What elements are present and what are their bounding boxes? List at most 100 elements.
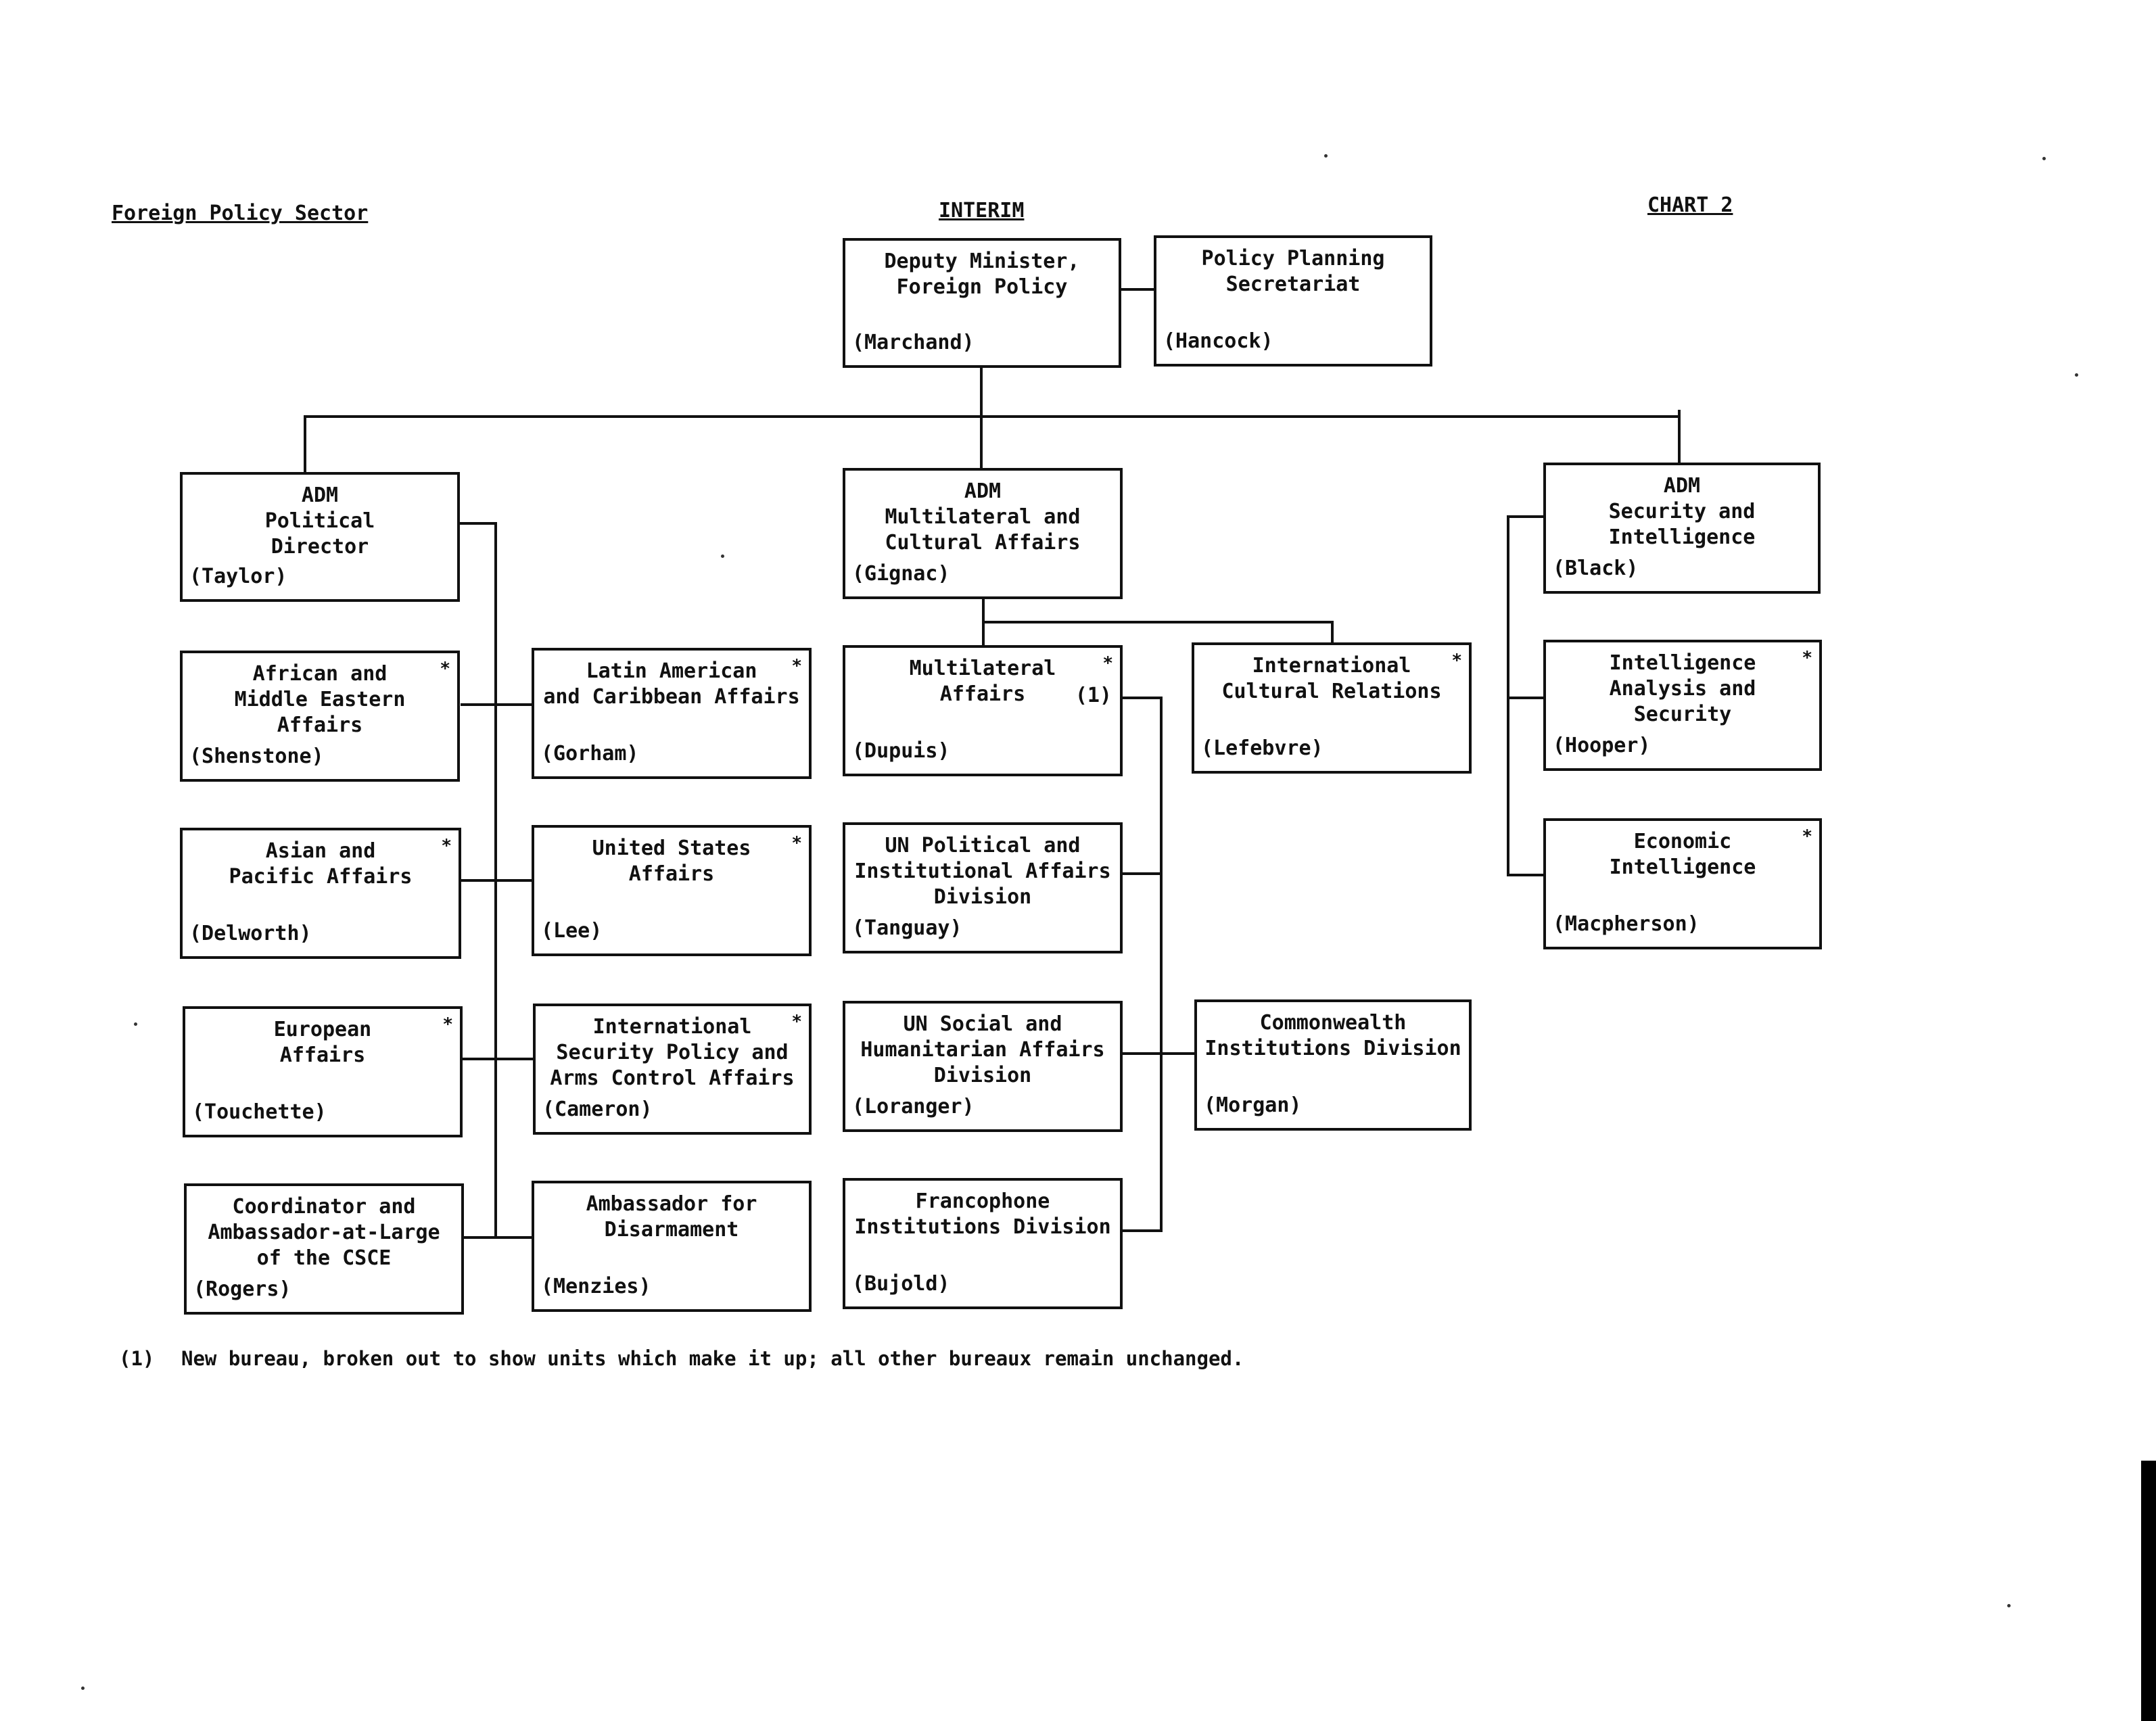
org-box-multilateral-affairs: * (1) Multilateral Affairs (Dupuis): [843, 645, 1123, 776]
connector-line: [1678, 410, 1681, 465]
scan-edge: [2141, 1461, 2156, 1721]
org-box-commonwealth: Commonwealth Institutions Division (Morg…: [1194, 999, 1472, 1131]
org-box-economic-intelligence: * Economic Intelligence (Macpherson): [1543, 818, 1822, 949]
box-person: (Delworth): [189, 922, 312, 945]
asterisk-mark: *: [441, 836, 452, 856]
box-title: Commonwealth Institutions Division: [1204, 1011, 1461, 1060]
connector-line: [1507, 874, 1546, 876]
connector-line: [1120, 1052, 1197, 1055]
box-person: (Gignac): [852, 562, 950, 586]
scan-speck: [134, 1022, 137, 1026]
connector-line: [458, 522, 497, 525]
scan-speck: [2075, 373, 2078, 377]
scan-speck: [2007, 1604, 2011, 1607]
box-person: (Menzies): [541, 1275, 651, 1298]
connector-line: [982, 621, 1334, 623]
org-box-european: * European Affairs (Touchette): [183, 1006, 463, 1137]
box-title: Ambassador for Disarmament: [586, 1192, 757, 1242]
org-box-latin-american-caribbean: * Latin American and Caribbean Affairs (…: [532, 648, 812, 779]
box-person: (Morgan): [1204, 1093, 1302, 1117]
sector-title: Foreign Policy Sector: [112, 202, 369, 225]
box-person: (Cameron): [542, 1098, 653, 1121]
org-box-un-social-humanitarian: UN Social and Humanitarian Affairs Divis…: [843, 1001, 1123, 1132]
asterisk-mark: *: [791, 656, 802, 676]
connector-line: [461, 703, 534, 706]
box-title: Policy Planning Secretariat: [1201, 247, 1385, 296]
box-title: UN Social and Humanitarian Affairs Divis…: [860, 1012, 1105, 1087]
connector-line: [1507, 697, 1546, 699]
connector-line: [1160, 697, 1163, 1232]
box-title: Asian and Pacific Affairs: [229, 839, 413, 889]
box-title: ADM Security and Intelligence: [1608, 474, 1756, 549]
box-title: United States Affairs: [592, 836, 751, 886]
org-box-adm-security: ADM Security and Intelligence (Black): [1543, 463, 1821, 594]
scan-speck: [81, 1687, 85, 1690]
box-title: International Security Policy and Arms C…: [550, 1015, 795, 1090]
box-person: (Taylor): [189, 565, 287, 588]
box-person: (Hooper): [1553, 734, 1651, 757]
box-person: (Shenstone): [189, 745, 324, 768]
box-title: European Affairs: [273, 1018, 372, 1067]
connector-line: [461, 879, 534, 882]
footnote-reference: (1): [1075, 684, 1112, 707]
connector-line: [1119, 288, 1156, 291]
footnote-label: (1): [119, 1347, 155, 1370]
box-title: Francophone Institutions Division: [854, 1189, 1111, 1239]
connector-line: [1120, 697, 1163, 699]
box-person: (Bujold): [852, 1272, 950, 1296]
box-person: (Gorham): [541, 742, 639, 765]
connector-line: [1507, 515, 1509, 876]
box-person: (Lefebvre): [1201, 736, 1323, 760]
org-box-asian-pacific: * Asian and Pacific Affairs (Delworth): [180, 828, 461, 959]
box-title: ADM Political Director: [264, 484, 375, 559]
box-title: Economic Intelligence: [1609, 830, 1756, 879]
connector-line: [463, 1236, 534, 1239]
org-box-francophone: Francophone Institutions Division (Bujol…: [843, 1178, 1123, 1309]
box-title: African and Middle Eastern Affairs: [234, 662, 406, 737]
box-person: (Black): [1553, 557, 1639, 580]
box-title: Intelligence Analysis and Security: [1609, 651, 1756, 726]
connector-line: [462, 1058, 534, 1060]
connector-line: [1507, 515, 1546, 518]
box-person: (Tanguay): [852, 916, 962, 940]
box-person: (Touchette): [192, 1100, 327, 1124]
chart-number: CHART 2: [1647, 193, 1733, 217]
box-title: UN Political and Institutional Affairs D…: [854, 834, 1111, 909]
org-box-adm-political: ADM Political Director (Taylor): [180, 472, 460, 602]
box-title: International Cultural Relations: [1221, 654, 1442, 703]
scan-speck: [721, 555, 724, 558]
asterisk-mark: *: [1451, 651, 1462, 671]
box-title: Multilateral Affairs: [909, 657, 1056, 706]
org-box-intelligence-analysis: * Intelligence Analysis and Security (Ho…: [1543, 640, 1822, 771]
org-box-adm-multilateral: ADM Multilateral and Cultural Affairs (G…: [843, 468, 1123, 599]
interim-label: INTERIM: [939, 199, 1025, 222]
org-box-policy-planning: Policy Planning Secretariat (Hancock): [1154, 235, 1432, 367]
connector-line: [1120, 1229, 1163, 1232]
org-box-african-middle-eastern: * African and Middle Eastern Affairs (Sh…: [180, 651, 460, 782]
org-box-csce-coordinator: Coordinator and Ambassador-at-Large of t…: [184, 1183, 464, 1315]
connector-line: [304, 415, 1681, 418]
asterisk-mark: *: [440, 659, 450, 679]
org-box-deputy-minister: Deputy Minister, Foreign Policy (Marchan…: [843, 238, 1121, 368]
box-person: (Marchand): [852, 331, 975, 354]
org-box-un-political: UN Political and Institutional Affairs D…: [843, 822, 1123, 953]
org-box-international-security-policy: * International Security Policy and Arms…: [533, 1004, 812, 1135]
scan-speck: [1324, 154, 1328, 158]
box-person: (Macpherson): [1553, 912, 1700, 936]
footnote: (1) New bureau, broken out to show units …: [119, 1347, 1244, 1370]
org-box-international-cultural-relations: * International Cultural Relations (Lefe…: [1192, 642, 1472, 774]
box-title: ADM Multilateral and Cultural Affairs: [885, 479, 1081, 555]
asterisk-mark: *: [791, 833, 802, 853]
box-title: Latin American and Caribbean Affairs: [543, 659, 800, 709]
asterisk-mark: *: [442, 1014, 453, 1035]
connector-line: [1331, 621, 1334, 644]
box-person: (Rogers): [193, 1277, 291, 1301]
asterisk-mark: *: [1802, 826, 1812, 847]
box-person: (Hancock): [1163, 329, 1273, 353]
box-person: (Lee): [541, 919, 603, 943]
footnote-text: New bureau, broken out to show units whi…: [181, 1347, 1244, 1370]
org-box-united-states: * United States Affairs (Lee): [532, 825, 812, 956]
asterisk-mark: *: [791, 1012, 802, 1032]
box-title: Coordinator and Ambassador-at-Large of t…: [208, 1195, 440, 1270]
org-box-disarmament: Ambassador for Disarmament (Menzies): [532, 1181, 812, 1312]
